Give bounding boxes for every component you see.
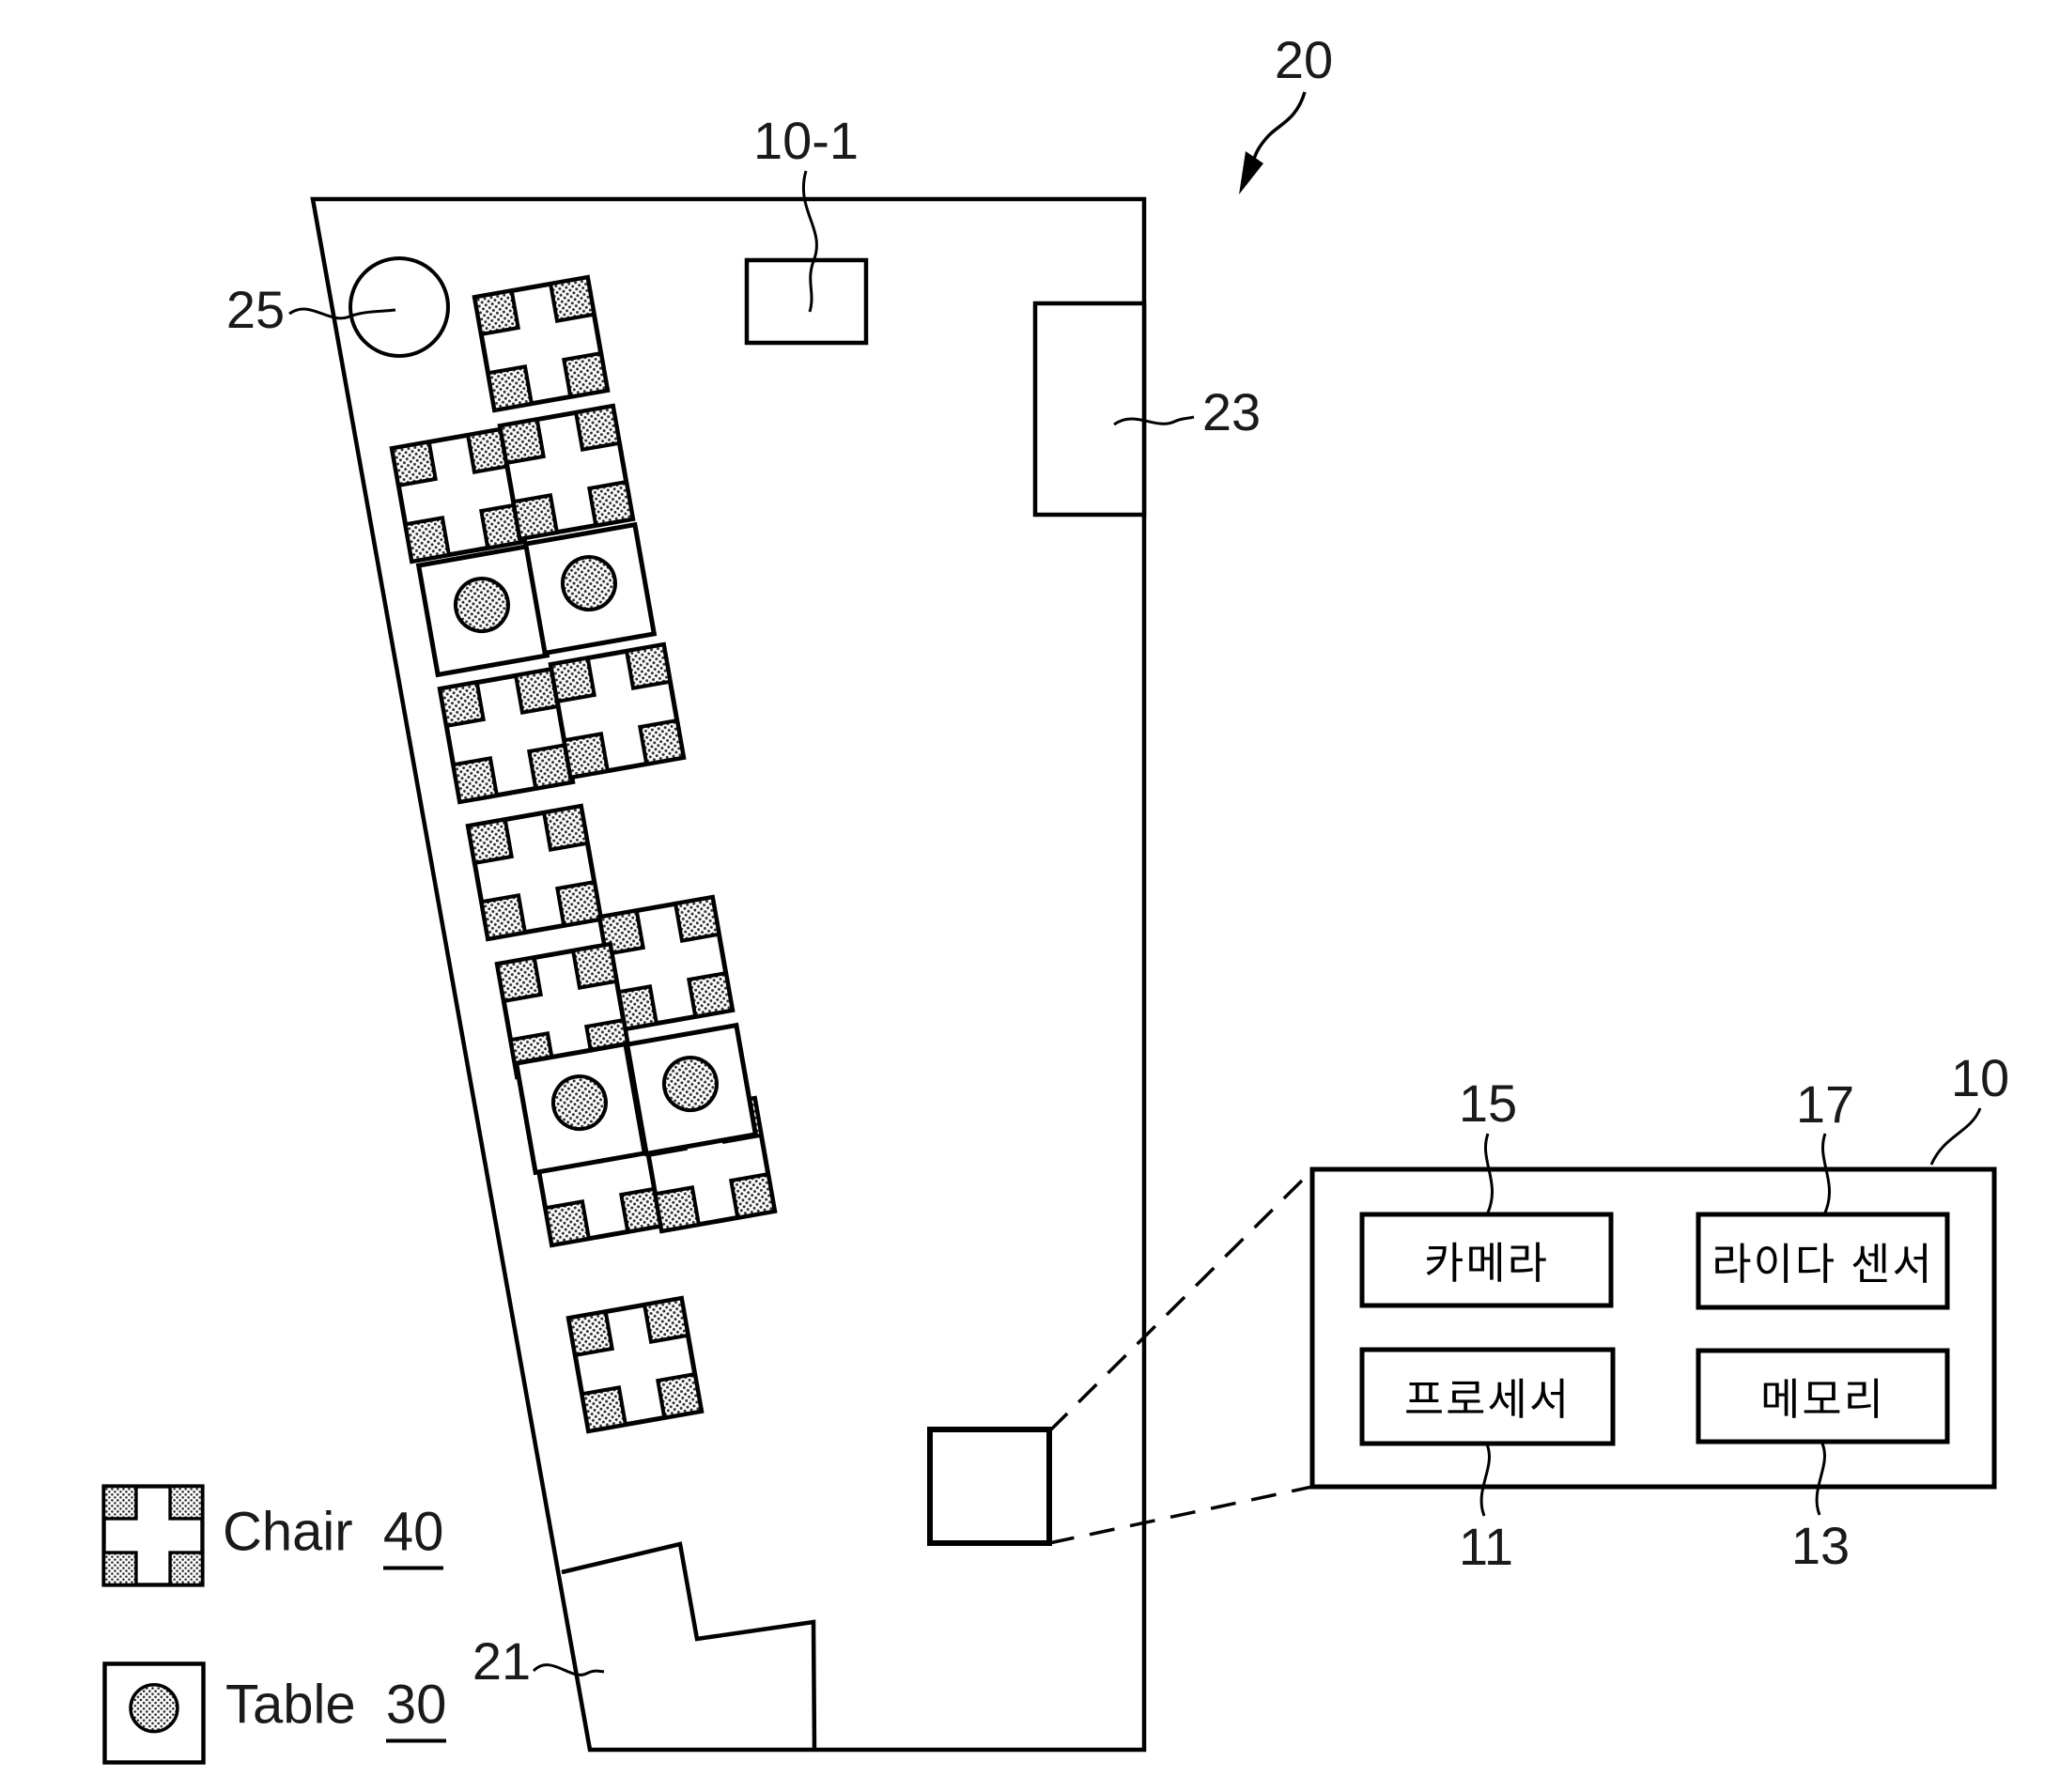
entrance-step-outline xyxy=(561,1541,817,1751)
legend-chair-icon xyxy=(104,1487,203,1585)
circle-feature-25 xyxy=(348,256,450,358)
label-10-1: 10-1 xyxy=(752,111,860,170)
leader-23 xyxy=(1113,415,1195,426)
label-21: 21 xyxy=(472,1631,532,1691)
processor-box xyxy=(1359,1347,1616,1446)
label-17: 17 xyxy=(1795,1074,1855,1134)
label-25: 25 xyxy=(225,280,286,339)
chair-symbol xyxy=(500,406,632,538)
processor-box-label: 프로세서 xyxy=(1403,1375,1572,1424)
table-symbol xyxy=(517,1044,645,1173)
camera-box-label: 카메라 xyxy=(1424,1238,1549,1288)
leader-10-1 xyxy=(801,170,818,313)
figure-arrowhead-20 xyxy=(1239,151,1263,194)
memory-box xyxy=(1696,1348,1950,1444)
label-23: 23 xyxy=(1201,382,1262,441)
camera-device-rect xyxy=(744,257,869,346)
label-15: 15 xyxy=(1458,1074,1518,1133)
legend-table-word: Table xyxy=(225,1674,356,1736)
dashed-callout-top xyxy=(1047,1168,1314,1433)
wall-rect-23 xyxy=(1032,301,1147,518)
chair-symbol xyxy=(474,277,607,409)
chair-symbol xyxy=(468,806,600,938)
figure-arrow-20 xyxy=(1251,91,1307,162)
label-11: 11 xyxy=(1458,1517,1514,1576)
label-13: 13 xyxy=(1790,1516,1851,1575)
leader-15 xyxy=(1484,1133,1494,1213)
leader-11 xyxy=(1479,1444,1491,1517)
legend-table-icon xyxy=(104,1663,203,1762)
leader-13 xyxy=(1815,1443,1826,1516)
lidar-box-label: 라이다 센서 xyxy=(1712,1239,1934,1289)
robot-device-square xyxy=(927,1427,1052,1546)
leader-17 xyxy=(1821,1133,1831,1213)
legend-chair-word: Chair xyxy=(223,1501,353,1563)
table-symbol xyxy=(526,525,655,654)
legend-chair-text: Chair 40 xyxy=(223,1505,444,1570)
chair-symbol xyxy=(550,644,683,777)
leader-21 xyxy=(532,1663,605,1676)
legend-chair-ref: 40 xyxy=(382,1505,444,1570)
lidar-box xyxy=(1696,1212,1950,1310)
leader-10 xyxy=(1929,1107,1982,1166)
memory-box-label: 메모리 xyxy=(1760,1374,1885,1424)
legend-table-text: Table 30 xyxy=(225,1674,447,1743)
dashed-callout-bottom xyxy=(1048,1485,1313,1545)
label-10: 10 xyxy=(1950,1048,2010,1107)
camera-box xyxy=(1359,1212,1614,1308)
leader-25 xyxy=(288,307,396,320)
table-symbol xyxy=(627,1026,756,1154)
label-20: 20 xyxy=(1274,30,1334,89)
chair-symbol xyxy=(568,1298,701,1430)
legend-table-ref: 30 xyxy=(385,1677,447,1743)
